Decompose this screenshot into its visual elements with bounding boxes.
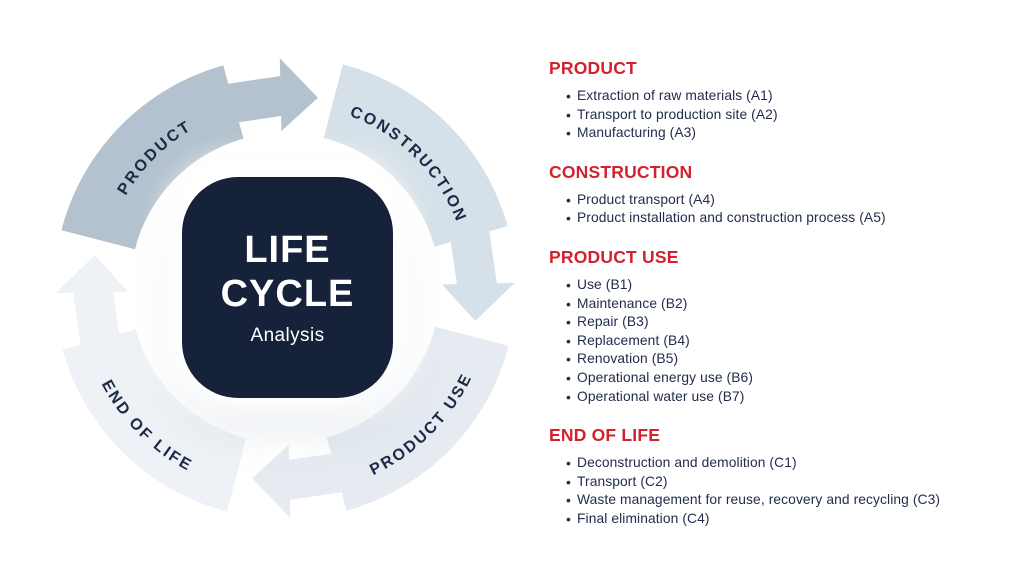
- bullet-item: Transport to production site (A2): [566, 106, 1019, 125]
- card-title-line1: LIFE: [244, 229, 331, 271]
- bullet-item: Waste management for reuse, recovery and…: [566, 491, 1019, 510]
- bullet-item: Repair (B3): [566, 313, 1019, 332]
- section-heading: PRODUCT: [549, 58, 637, 78]
- legend-panel: PRODUCTExtraction of raw materials (A1)T…: [549, 57, 1019, 547]
- bullet-item: Final elimination (C4): [566, 510, 1019, 529]
- section-construction: CONSTRUCTION Product transport (A4)Produc…: [549, 161, 1019, 228]
- bullet-item: Product transport (A4): [566, 191, 1019, 210]
- section-bullet-list: Use (B1)Maintenance (B2)Repair (B3)Repla…: [549, 276, 1019, 406]
- section-bullet-list: Deconstruction and demolition (C1)Transp…: [549, 454, 1019, 528]
- bullet-item: Operational water use (B7): [566, 388, 1019, 407]
- section-heading: END OF LIFE: [549, 425, 661, 446]
- section-bullet-list: Extraction of raw materials (A1)Transpor…: [549, 87, 1019, 143]
- cycle-arrow-product-use: [252, 326, 509, 518]
- section-product: PRODUCT Extraction of raw materials (A1)T…: [549, 57, 1019, 143]
- bullet-item: Manufacturing (A3): [566, 124, 1019, 143]
- bullet-item: Transport (C2): [566, 473, 1019, 492]
- card-subtitle: Analysis: [250, 325, 325, 346]
- bullet-item: Extraction of raw materials (A1): [566, 87, 1019, 106]
- center-card: LIFE CYCLE Analysis: [182, 177, 393, 398]
- bullet-item: Renovation (B5): [566, 350, 1019, 369]
- card-title-line2: CYCLE: [220, 273, 355, 315]
- cycle-arrow-construction: [323, 64, 515, 321]
- section-product-use: PRODUCT USE Use (B1)Maintenance (B2)Repai…: [549, 246, 1019, 406]
- section-heading: CONSTRUCTION: [549, 161, 693, 182]
- cycle-arrow-product: [61, 58, 318, 250]
- bullet-item: Operational energy use (B6): [566, 369, 1019, 388]
- section-end-of-life: END OF LIFE Deconstruction and demolition…: [549, 424, 1019, 528]
- section-bullet-list: Product transport (A4)Product installati…: [549, 191, 1019, 228]
- bullet-item: Deconstruction and demolition (C1): [566, 454, 1019, 473]
- section-heading: PRODUCT USE: [549, 246, 679, 267]
- bullet-item: Maintenance (B2): [566, 295, 1019, 314]
- bullet-item: Product installation and construction pr…: [566, 209, 1019, 228]
- bullet-item: Use (B1): [566, 276, 1019, 295]
- bullet-item: Replacement (B4): [566, 332, 1019, 351]
- cycle-arrow-end-of-life: [55, 255, 247, 512]
